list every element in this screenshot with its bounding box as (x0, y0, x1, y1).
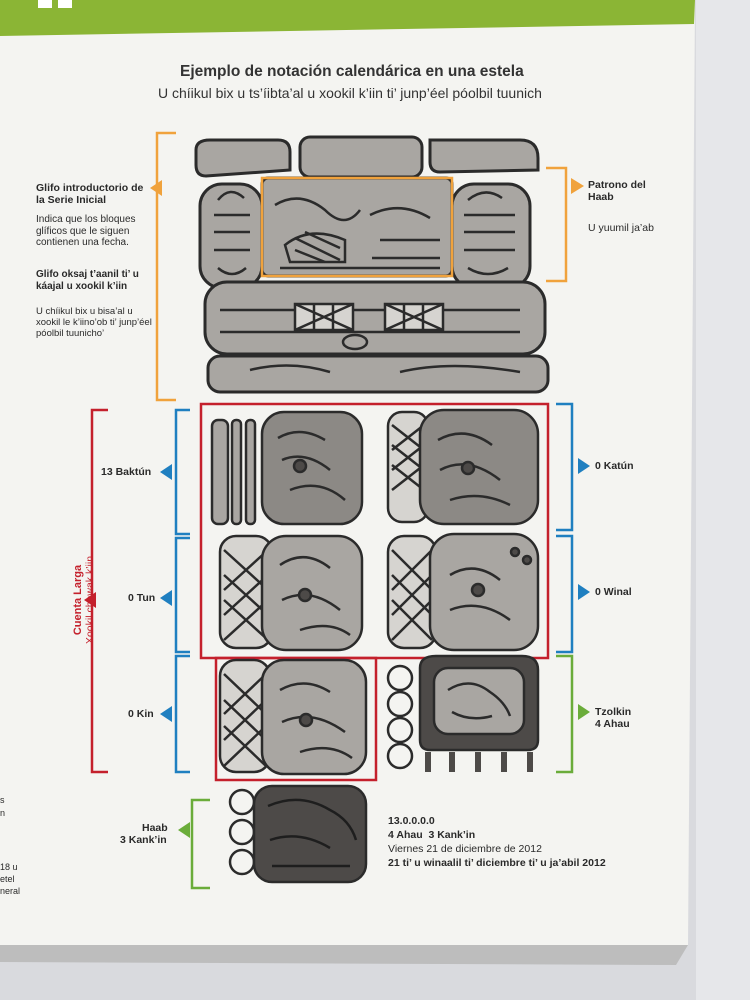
intro-bracket (155, 131, 176, 402)
haab-glyph (228, 784, 368, 884)
date-maya: 21 ti’ u winaalil ti’ diciembre ti’ u ja… (388, 857, 606, 869)
baktun-label: 13 Baktún (101, 466, 152, 478)
patron-highlight-box (260, 176, 454, 278)
edge-text-a: s (0, 795, 5, 805)
winal-label: 0 Winal (595, 586, 632, 598)
long-count-arrow (84, 592, 96, 608)
panel-subtitle: U chíikul bix u ts’íibta’al u xookil k’i… (158, 85, 542, 101)
panel-header-band (0, 0, 695, 36)
kin-glyph (218, 658, 368, 776)
long-count-maya: Xookil chowak k’iin (84, 555, 96, 645)
edge-text-c: 18 u (0, 862, 18, 872)
edge-text-d: etel (0, 874, 15, 884)
edge-text-e: neral (0, 886, 21, 896)
katun-label: 0 Katún (595, 460, 634, 472)
tzolkin-glyph (386, 654, 540, 772)
intro-arrow (150, 180, 162, 196)
panel-shadow (0, 945, 688, 965)
patron-arrow (571, 178, 584, 194)
panel-title: Ejemplo de notación calendárica en una e… (180, 63, 524, 80)
tun-label: 0 Tun (128, 592, 156, 604)
wall-right (696, 0, 750, 1000)
tzolkin-value: 4 Ahau (595, 718, 630, 730)
edge-text-b: n (0, 808, 6, 818)
haab-name: Haab (142, 822, 168, 834)
green-arrows (178, 704, 590, 838)
long-count-frame-lower (214, 656, 378, 782)
haab-value: 3 Kank’in (120, 834, 167, 846)
winal-glyph (386, 532, 540, 652)
intro-maya-description: U chíikul bix u bisa’al u xookil le k’ii… (36, 306, 152, 339)
intro-description: Indica que los bloques glíficos que le s… (36, 214, 136, 248)
date-calendar-round: 4 Ahau 3 Kank’in (388, 829, 476, 841)
baktun-glyph (210, 410, 364, 526)
kin-label: 0 Kin (128, 708, 154, 720)
long-count-label: Cuenta Larga (72, 564, 84, 636)
tun-glyph (218, 534, 364, 652)
patron-maya: U yuumil ja’ab (588, 222, 654, 234)
katun-glyph (386, 408, 540, 526)
date-long-count: 13.0.0.0.0 (388, 815, 435, 827)
patron-label: Patrono del Haab (588, 179, 646, 204)
patron-bracket (546, 166, 568, 283)
intro-glyph-details (214, 190, 521, 374)
intro-maya-heading: Glifo oksaj t’aanil ti’ u káajal u xooki… (36, 269, 139, 292)
green-brackets (190, 654, 574, 890)
blue-brackets (174, 402, 574, 774)
tzolkin-name: Tzolkin (595, 706, 632, 718)
long-count-bracket (90, 408, 108, 774)
intro-heading: Glifo introductorio de la Serie Inicial (36, 182, 144, 207)
date-gregorian: Viernes 21 de diciembre de 2012 (388, 843, 542, 855)
blue-arrows (160, 458, 590, 722)
header-logo-marks (38, 0, 72, 8)
